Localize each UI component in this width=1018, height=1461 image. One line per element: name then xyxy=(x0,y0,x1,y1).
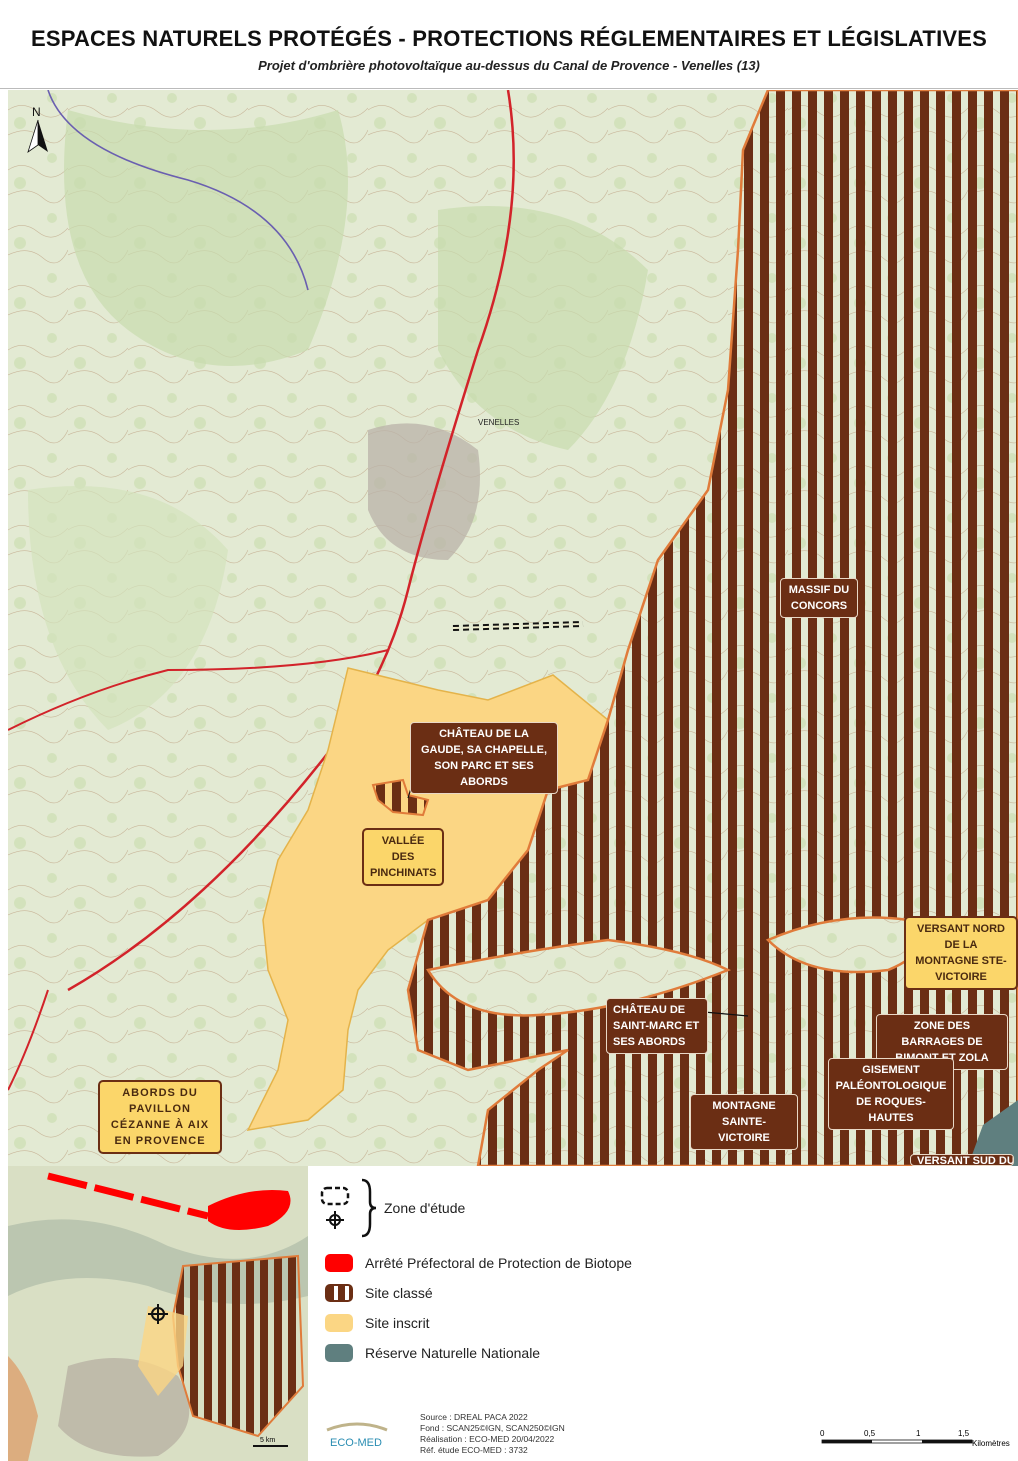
scale-unit: Kilomètres xyxy=(972,1439,1010,1448)
site-inscrit-swatch xyxy=(325,1314,353,1332)
map-subtitle: Projet d'ombrière photovoltaïque au-dess… xyxy=(258,58,760,73)
legend-label: Zone d'étude xyxy=(384,1200,466,1216)
legend-label: Réserve Naturelle Nationale xyxy=(365,1345,541,1361)
inset-site-inscrit xyxy=(138,1306,188,1396)
gaude-site xyxy=(371,778,430,817)
scale-tick: 0,5 xyxy=(864,1429,876,1438)
inset-site-classe xyxy=(171,1254,305,1438)
source-block: Source : DREAL PACA 2022 Fond : SCAN25©I… xyxy=(420,1412,565,1456)
appb-swatch xyxy=(325,1254,353,1272)
road xyxy=(8,989,49,1091)
zone-etude-symbol-icon xyxy=(320,1186,350,1229)
source-line: Réf. étude ECO-MED : 3732 xyxy=(420,1445,528,1455)
inset-map: 5 km xyxy=(8,1166,308,1461)
map-title: ESPACES NATURELS PROTÉGÉS - PROTECTIONS … xyxy=(30,26,987,51)
town-label: VENELLES xyxy=(478,418,519,427)
legend-label: Site inscrit xyxy=(365,1315,430,1331)
road xyxy=(47,90,309,291)
forest-area xyxy=(438,206,648,450)
rnn-swatch xyxy=(325,1344,353,1362)
label-versant-nord: VERSANT NORD DE LA MONTAGNE STE-VICTOIRE xyxy=(904,916,1018,990)
label-massif-concors: MASSIF DU CONCORS xyxy=(780,578,858,618)
label-chateau-gaude: CHÂTEAU DE LA GAUDE, SA CHAPELLE, SON PA… xyxy=(410,722,558,794)
label-chateau-saint-marc: CHÂTEAU DE SAINT-MARC ET SES ABORDS xyxy=(606,998,708,1054)
town-area xyxy=(368,423,480,560)
scale-bar: 0 0,5 1 1,5 Kilomètres xyxy=(820,1429,1010,1448)
scale-tick: 0 xyxy=(820,1429,825,1438)
excluded-area xyxy=(426,938,732,1017)
main-map: N VENELLES xyxy=(8,90,1018,1166)
label-gisement: GISEMENT PALÉONTOLOGIQUE DE ROQUES-HAUTE… xyxy=(828,1058,954,1130)
eco-med-logo: ECO-MED xyxy=(326,1422,388,1449)
legend-appb: Arrêté Préfectoral de Protection de Biot… xyxy=(325,1254,632,1272)
north-arrow-icon: N xyxy=(27,105,48,154)
label-pavillon-cezanne: ABORDS DU PAVILLON CÉZANNE À AIX EN PROV… xyxy=(98,1080,222,1154)
map-header: ESPACES NATURELS PROTÉGÉS - PROTECTIONS … xyxy=(0,0,1018,89)
scale-tick: 1 xyxy=(916,1429,921,1438)
motorway xyxy=(67,90,515,992)
inset-scale-label: 5 km xyxy=(260,1437,275,1444)
label-leader xyxy=(703,1011,749,1017)
logo-text: ECO-MED xyxy=(330,1437,382,1449)
legend-rnn: Réserve Naturelle Nationale xyxy=(325,1344,540,1362)
map-footer: ECO-MED Source : DREAL PACA 2022 Fond : … xyxy=(310,1408,1018,1461)
source-line: Source : DREAL PACA 2022 xyxy=(420,1412,528,1422)
brace-icon xyxy=(361,1178,377,1238)
legend: Zone d'étude Arrêté Préfectoral de Prote… xyxy=(310,1166,1018,1406)
north-label: N xyxy=(32,105,41,119)
study-zone-inner xyxy=(452,623,584,629)
road xyxy=(8,649,389,731)
source-line: Réalisation : ECO-MED 20/04/2022 xyxy=(420,1434,555,1444)
label-montagne-ste-victoire: MONTAGNE SAINTE-VICTOIRE xyxy=(690,1094,798,1150)
scale-tick: 1,5 xyxy=(958,1429,970,1438)
inset-study-marker-icon xyxy=(148,1304,168,1324)
label-vallee-pinchinats: VALLÉE DES PINCHINATS xyxy=(362,828,444,886)
legend-site-inscrit: Site inscrit xyxy=(325,1314,430,1332)
legend-site-classe: Site classé xyxy=(325,1284,433,1302)
site-classe-area xyxy=(406,90,1018,1166)
inset-appb xyxy=(208,1190,291,1230)
source-line: Fond : SCAN25©IGN, SCAN250©IGN xyxy=(420,1423,565,1433)
legend-zone-etude: Zone d'étude xyxy=(384,1200,465,1216)
label-versant-sud: VERSANT SUD DU xyxy=(910,1154,1014,1166)
rnn-area xyxy=(968,1100,1018,1166)
site-classe-swatch xyxy=(325,1284,353,1302)
forest-area xyxy=(64,110,348,366)
legend-label: Site classé xyxy=(365,1285,433,1301)
legend-label: Arrêté Préfectoral de Protection de Biot… xyxy=(365,1255,632,1271)
